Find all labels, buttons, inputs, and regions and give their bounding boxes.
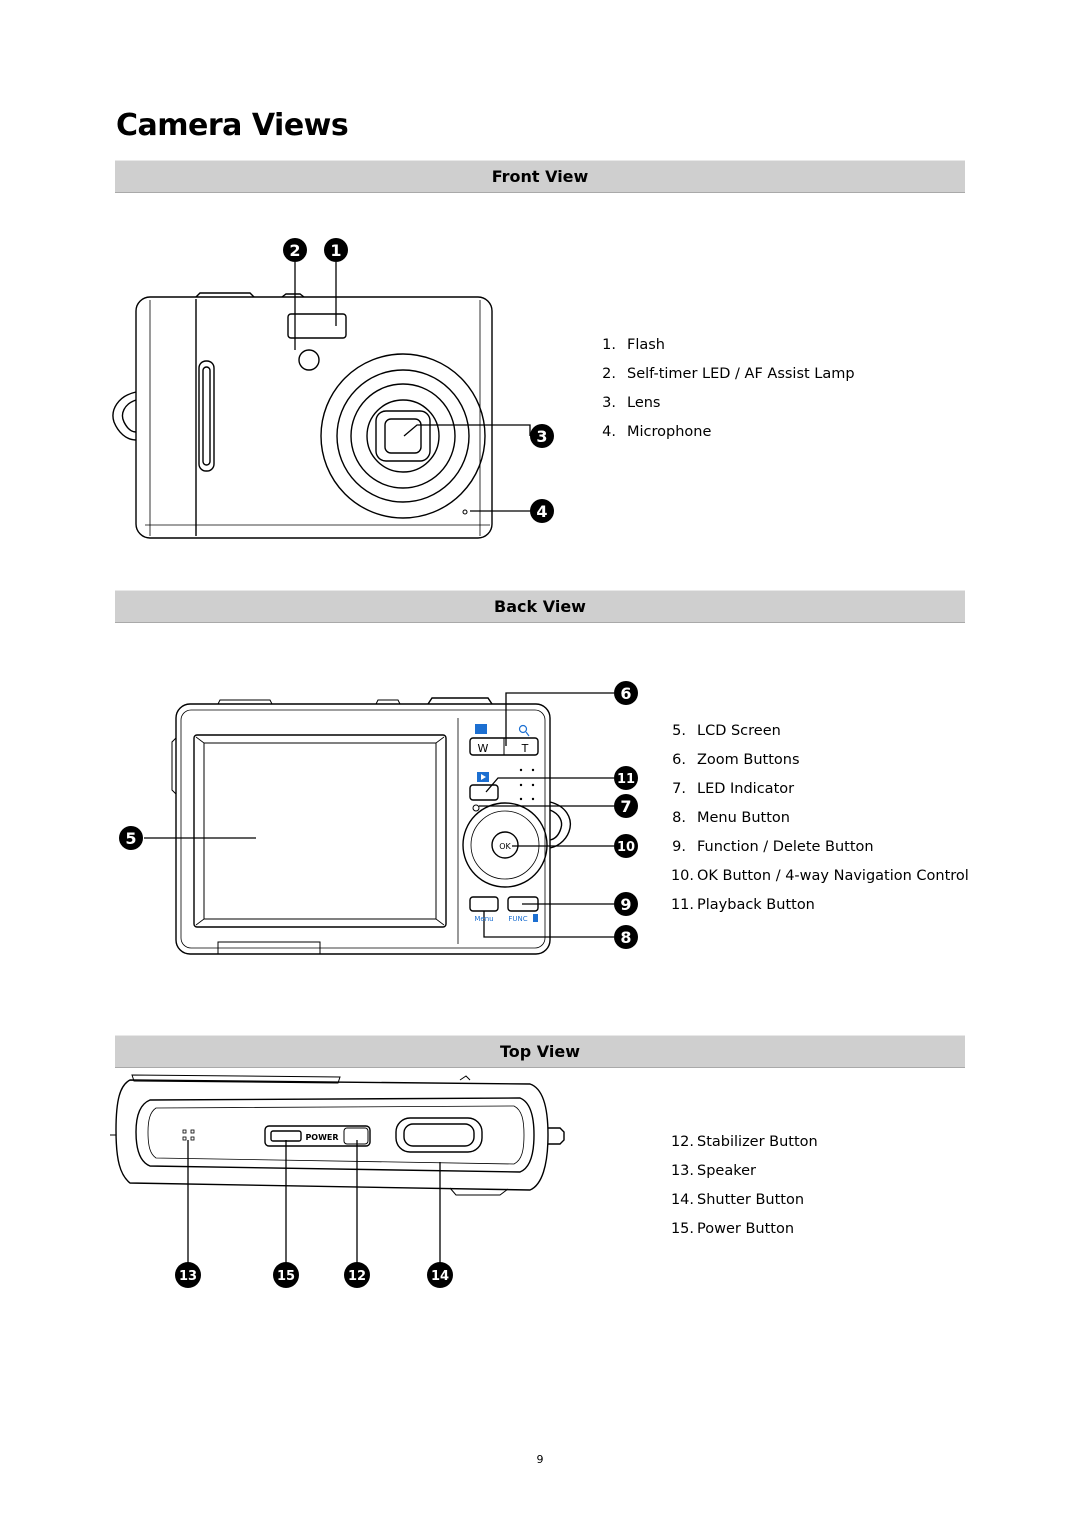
ok-print: OK — [499, 842, 511, 851]
legend-lens: Lens — [627, 395, 661, 411]
legend-shutter: Shutter Button — [697, 1192, 805, 1208]
zoom-tele-print: T — [521, 742, 529, 755]
legend-function-delete: Function / Delete Button — [697, 839, 874, 855]
legend-lcd-screen: LCD Screen — [697, 723, 781, 739]
callout-2: 2 — [283, 238, 307, 262]
svg-text:11: 11 — [617, 772, 635, 787]
callout-4-label: 4 — [536, 502, 547, 521]
callout-1-label: 1 — [330, 241, 341, 260]
svg-text:7: 7 — [620, 797, 631, 816]
callout-7: 7 — [614, 794, 638, 818]
svg-text:12: 12 — [348, 1269, 366, 1284]
callout-10: 10 — [614, 834, 638, 858]
back-view-legend: 5.LCD Screen 6.Zoom Buttons 7.LED Indica… — [670, 723, 969, 913]
page-number: 9 — [536, 1453, 544, 1466]
callout-4: 4 — [530, 499, 554, 523]
callout-14: 14 — [427, 1262, 453, 1288]
callout-6: 6 — [614, 681, 638, 705]
legend-power: Power Button — [697, 1221, 795, 1237]
callout-15: 15 — [273, 1262, 299, 1288]
legend-microphone: Microphone — [627, 424, 712, 440]
callout-12: 12 — [344, 1262, 370, 1288]
svg-text:6: 6 — [620, 684, 631, 703]
page-title: Camera Views — [116, 108, 349, 143]
svg-text:13: 13 — [179, 1269, 197, 1284]
callout-1: 1 — [324, 238, 348, 262]
zoom-wide-print: W — [478, 742, 489, 755]
front-view-heading: Front View — [115, 160, 965, 193]
svg-text:8: 8 — [620, 928, 631, 947]
svg-text:9: 9 — [620, 895, 631, 914]
legend-self-timer: Self-timer LED / AF Assist Lamp — [627, 366, 855, 382]
legend-led-indicator: LED Indicator — [697, 781, 795, 797]
callout-13: 13 — [175, 1262, 201, 1288]
svg-text:14: 14 — [431, 1269, 449, 1284]
legend-ok-navigation: OK Button / 4-way Navigation Control — [697, 868, 969, 884]
legend-zoom-buttons: Zoom Buttons — [697, 752, 800, 768]
svg-text:10: 10 — [617, 840, 635, 855]
callout-5: 5 — [119, 826, 143, 850]
back-view-heading: Back View — [115, 590, 965, 623]
power-print: POWER — [305, 1133, 338, 1142]
legend-speaker: Speaker — [697, 1163, 756, 1179]
callout-3: 3 — [530, 424, 554, 448]
callout-2-label: 2 — [289, 241, 300, 260]
callout-3-label: 3 — [536, 427, 547, 446]
func-print: FUNC — [508, 915, 527, 923]
legend-menu-button: Menu Button — [697, 810, 790, 826]
front-view-legend: 1.Flash 2.Self-timer LED / AF Assist Lam… — [602, 337, 855, 440]
top-view-legend: 12.Stabilizer Button 13.Speaker 14.Shutt… — [670, 1134, 818, 1237]
menu-print: Menu — [474, 915, 493, 923]
legend-playback: Playback Button — [697, 897, 815, 913]
callout-8: 8 — [614, 925, 638, 949]
svg-text:5: 5 — [125, 829, 136, 848]
legend-flash: Flash — [627, 337, 665, 353]
callout-11: 11 — [614, 766, 638, 790]
svg-text:15: 15 — [277, 1269, 295, 1284]
legend-stabilizer: Stabilizer Button — [697, 1134, 818, 1150]
top-view-heading: Top View — [115, 1035, 965, 1068]
callout-9: 9 — [614, 892, 638, 916]
